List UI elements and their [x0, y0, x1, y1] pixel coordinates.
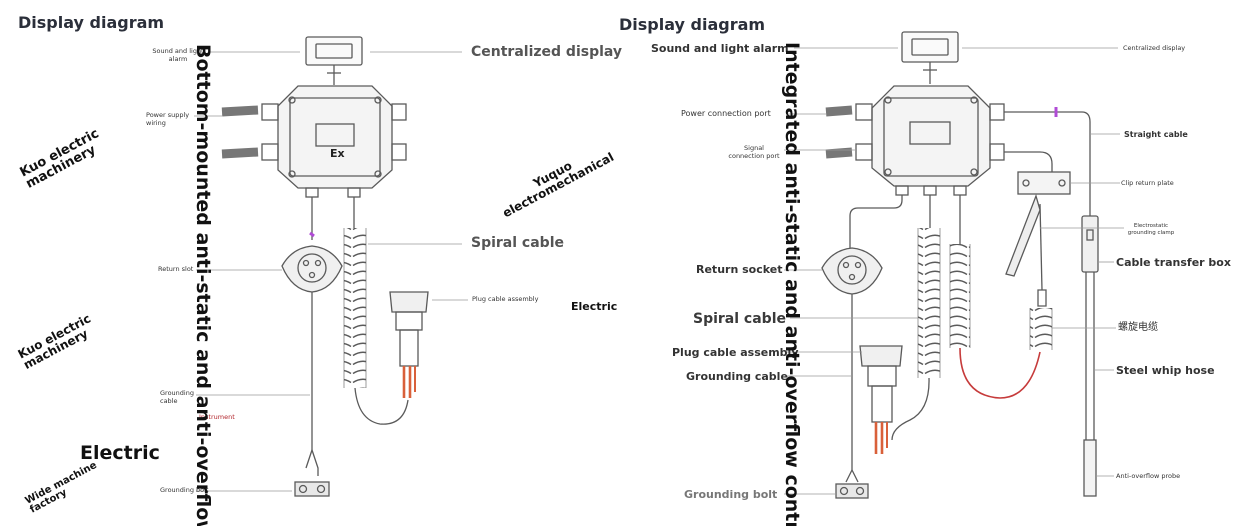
watermark-electric-small: Electric — [571, 300, 618, 313]
left-label-grounding-bolt: Grounding bolt — [160, 486, 209, 494]
right-label-anti-overflow-probe: Anti-overflow probe — [1116, 472, 1181, 480]
right-label-signal-connection-port: Signal connection port — [728, 144, 780, 160]
right-label-chinese-spiral-cable: 螺旋电缆 — [1118, 322, 1158, 333]
right-label-clip-return-plate: Clip return plate — [1121, 179, 1174, 187]
left-label-plug-cable-assembly: Plug cable assembly — [472, 295, 539, 303]
watermark-electric-big: Electric — [80, 442, 160, 464]
left-label-spiral-cable: Spiral cable — [471, 235, 564, 251]
right-label-return-socket: Return socket — [696, 263, 783, 276]
right-label-sound-light-alarm: Sound and light alarm — [651, 42, 789, 55]
right-plug — [859, 345, 903, 367]
left-spiral-cable — [344, 228, 366, 388]
right-return-socket — [821, 247, 883, 295]
right-label-steel-whip-hose: Steel whip hose — [1116, 364, 1215, 377]
right-label-plug-cable-assembly: Plug cable assembly — [672, 346, 799, 359]
left-junction-box — [277, 85, 393, 189]
right-clip-plate — [1017, 171, 1071, 195]
left-ex-mark: Ex — [330, 147, 345, 160]
left-label-instrument: Instrument — [199, 413, 235, 421]
left-vertical-title: Bottom-mounted anti-static and anti-over… — [192, 44, 214, 526]
right-label-centralized-display: Centralized display — [1123, 44, 1186, 52]
left-label-sound-light-alarm: Sound and light alarm — [152, 47, 204, 63]
left-diagram — [194, 36, 468, 497]
right-label-power-connection-port: Power connection port — [681, 109, 771, 118]
left-title: Display diagram — [18, 13, 165, 32]
left-label-centralized-display: Centralized display — [471, 44, 623, 60]
right-spiral-cable-1 — [918, 228, 940, 378]
right-label-grounding-bolt: Grounding bolt — [684, 488, 778, 501]
right-label-straight-cable: Straight cable — [1124, 130, 1188, 139]
right-diagram — [784, 31, 1124, 499]
right-label-cable-transfer-box: Cable transfer box — [1116, 256, 1231, 269]
left-plug — [389, 291, 429, 313]
left-label-grounding-cable: Grounding cable — [160, 389, 194, 405]
right-title: Display diagram — [619, 15, 766, 34]
right-label-grounding-cable: Grounding cable — [686, 370, 788, 383]
left-label-return-slot: Return slot — [158, 265, 194, 273]
left-label-power-supply: Power supply wiring — [146, 111, 190, 127]
right-label-electrostatic-grounding-clamp: Electrostatic grounding clamp — [1127, 223, 1175, 236]
right-display-box — [901, 31, 959, 63]
right-cable-transfer-box — [1081, 215, 1099, 273]
left-display-box — [305, 36, 363, 66]
right-vertical-title: Integrated anti-static and anti-overflow… — [781, 42, 803, 526]
right-label-spiral-cable: Spiral cable — [693, 311, 786, 327]
right-spiral-cable-2 — [950, 244, 970, 348]
right-grounding-clamp — [1005, 193, 1041, 277]
right-junction-box — [871, 85, 991, 187]
left-return-slot — [281, 245, 343, 293]
